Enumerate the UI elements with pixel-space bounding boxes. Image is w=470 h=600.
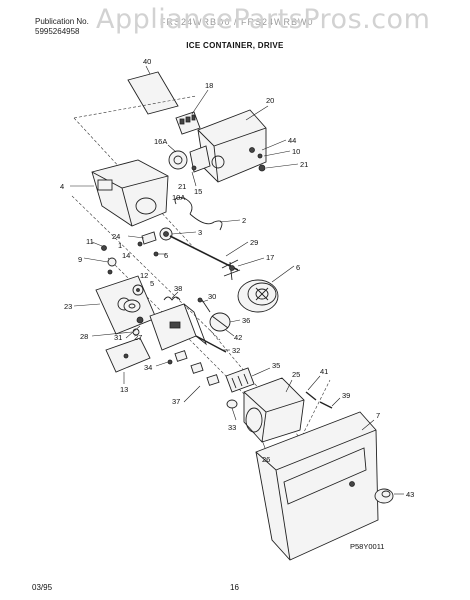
callout-labels: 40 18 20 44 10 21 16A 15 4 21 10A 2 3 24… xyxy=(60,57,414,499)
part-screws-39-41 xyxy=(305,375,341,409)
part-knob-43 xyxy=(374,488,404,504)
callout-label: 15 xyxy=(194,187,202,196)
part-mount-bracket xyxy=(105,337,151,384)
callout-label: 23 xyxy=(64,302,72,311)
model-number: FRS24WRBD0 / FRS24WRBW0 xyxy=(160,17,314,27)
watermark: AppliancePartsPros.com xyxy=(96,4,431,35)
callout-label: 29 xyxy=(250,238,258,247)
part-solenoid xyxy=(149,303,230,353)
part-wire-harness xyxy=(174,197,241,231)
publication-label: Publication No. xyxy=(35,17,89,26)
callout-label: 37 xyxy=(172,397,180,406)
callout-label: 31 xyxy=(114,333,122,342)
callout-label: 3 xyxy=(198,228,202,237)
callout-label: 10A xyxy=(172,193,185,202)
part-drive-shaft xyxy=(127,227,197,247)
part-gear xyxy=(123,284,144,313)
part-switch-row xyxy=(155,350,220,403)
callout-label: 14 xyxy=(122,251,130,260)
callout-label: 10 xyxy=(292,147,300,156)
callout-label: 25 xyxy=(292,370,300,379)
callout-label: 42 xyxy=(234,333,242,342)
callout-label: 2 xyxy=(242,216,246,225)
callout-label: 16A xyxy=(154,137,167,146)
callout-label: 26 xyxy=(262,455,270,464)
callout-label: 13 xyxy=(120,385,128,394)
part-auger-rod xyxy=(169,235,249,271)
callout-label: 34 xyxy=(144,363,152,372)
callout-label: 12 xyxy=(140,271,148,280)
part-drive-wheel xyxy=(237,265,295,313)
callout-label: 5 xyxy=(150,279,154,288)
part-screws-10-44 xyxy=(249,139,291,159)
callout-label: 9 xyxy=(78,255,82,264)
part-shelf xyxy=(127,65,179,115)
callout-label: 41 xyxy=(320,367,328,376)
callout-label: 11 xyxy=(86,237,94,246)
callout-label: 36 xyxy=(242,316,250,325)
part-bushings-left xyxy=(83,241,117,275)
part-disc xyxy=(209,312,241,337)
callout-label: 28 xyxy=(80,332,88,341)
callout-label: 4 xyxy=(60,182,64,191)
callout-label: 30 xyxy=(208,292,216,301)
callout-label: 38 xyxy=(174,284,182,293)
callout-label: 21 xyxy=(300,160,308,169)
callout-label: 44 xyxy=(288,136,296,145)
part-pins xyxy=(91,316,144,339)
part-lower-housing xyxy=(243,377,305,457)
part-knob-33 xyxy=(226,399,238,421)
part-light-socket xyxy=(167,144,211,187)
callout-label: 33 xyxy=(228,423,236,432)
callout-label: 17 xyxy=(266,253,274,262)
callout-label: 43 xyxy=(406,490,414,499)
callout-label: 39 xyxy=(342,391,350,400)
callout-label: 7 xyxy=(376,411,380,420)
part-terminal-block xyxy=(225,367,271,393)
part-spring xyxy=(163,291,211,313)
part-impeller xyxy=(153,251,265,281)
callout-label: 21 xyxy=(178,182,186,191)
callout-label: 40 xyxy=(143,57,151,66)
part-motor-housing xyxy=(197,105,269,183)
diagram-code: P58Y0011 xyxy=(350,542,384,551)
callout-label: 6 xyxy=(164,251,168,260)
page-number: 16 xyxy=(230,583,239,592)
part-connector xyxy=(175,89,209,135)
callout-label: 35 xyxy=(272,361,280,370)
callout-label: 18 xyxy=(205,81,213,90)
callout-label: 6 xyxy=(296,263,300,272)
page-title: ICE CONTAINER, DRIVE xyxy=(186,41,284,50)
part-bracket-plate xyxy=(73,275,157,335)
callout-label: 32 xyxy=(232,346,240,355)
part-ice-container xyxy=(70,159,169,227)
footer-date: 03/95 xyxy=(32,583,53,592)
part-front-cover xyxy=(255,411,379,561)
callout-label: 20 xyxy=(266,96,274,105)
publication-number: 5995264958 xyxy=(35,27,80,36)
callout-label: 27 xyxy=(134,333,142,342)
callout-label: 24 xyxy=(112,232,120,241)
callout-label: 1 xyxy=(118,241,122,250)
part-nut-right xyxy=(258,163,299,172)
